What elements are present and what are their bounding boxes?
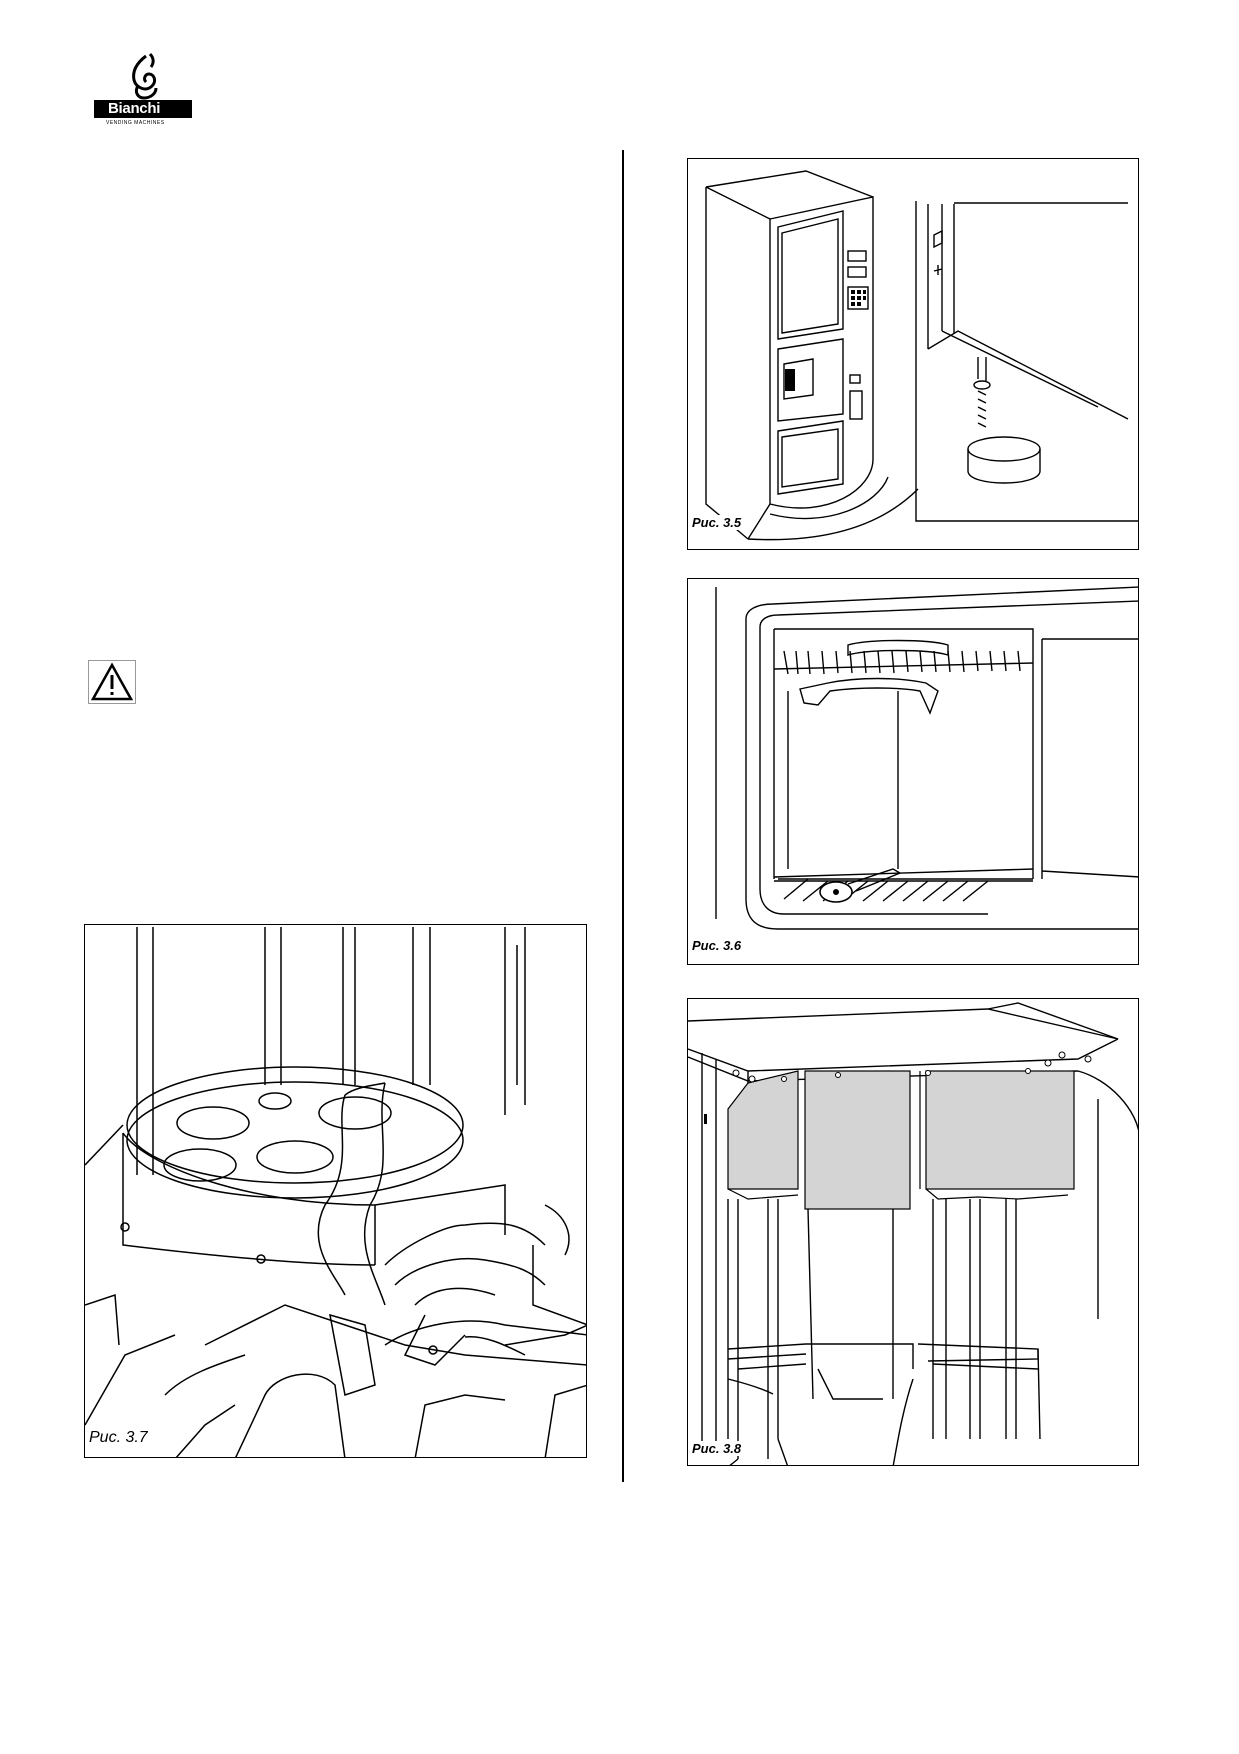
column-divider bbox=[622, 150, 624, 1482]
flame-icon bbox=[132, 52, 158, 100]
figure-3-7-caption: Рис. 3.7 bbox=[87, 1429, 150, 1447]
brand-logo: Bianchi VENDING MACHINES bbox=[94, 52, 192, 126]
dispenser-chutes-illustration bbox=[688, 1002, 1138, 1465]
logo-tagline: VENDING MACHINES bbox=[106, 120, 165, 126]
figure-3-8: Рис. 3.8 bbox=[687, 998, 1139, 1466]
chute-panel-left bbox=[727, 1070, 799, 1190]
figure-3-7: Рис. 3.7 bbox=[84, 924, 587, 1458]
logo-wordmark: Bianchi bbox=[108, 100, 161, 117]
chute-panel-center bbox=[804, 1070, 911, 1210]
figure-3-6: Рис. 3.6 bbox=[687, 578, 1139, 965]
cup-compartment-illustration bbox=[715, 586, 1138, 930]
foot-detail-inset bbox=[915, 201, 1138, 522]
warning-triangle-icon bbox=[90, 662, 134, 701]
chute-panel-right bbox=[925, 1070, 1075, 1190]
figure-3-5: Рис. 3.5 bbox=[687, 158, 1139, 550]
figure-3-5-caption: Рис. 3.5 bbox=[690, 515, 744, 530]
vending-machine-illustration bbox=[705, 170, 1138, 541]
figure-3-6-caption: Рис. 3.6 bbox=[690, 938, 744, 953]
figure-3-8-caption: Рис. 3.8 bbox=[690, 1441, 744, 1456]
canister-removal-illustration bbox=[85, 927, 586, 1457]
warning-box bbox=[88, 660, 136, 704]
